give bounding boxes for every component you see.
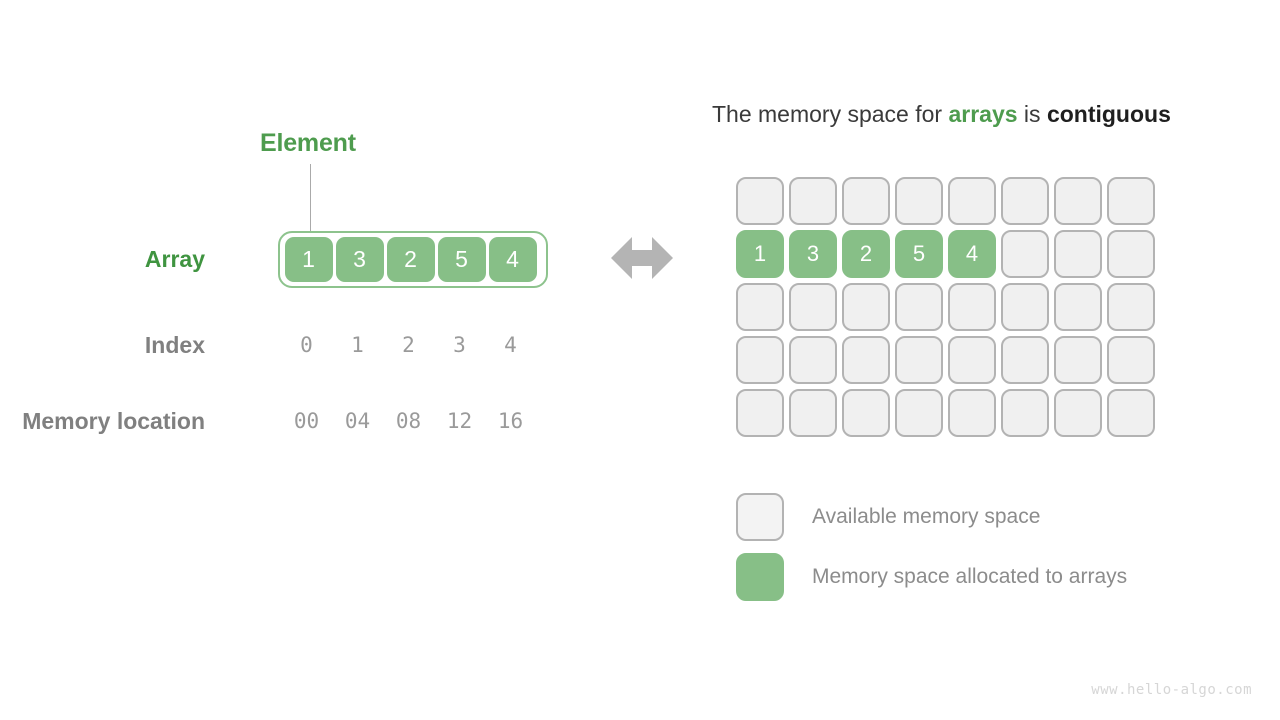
legend-swatch-allocated-icon	[736, 553, 784, 601]
memory-cell-allocated: 1	[736, 230, 784, 278]
array-container: 1 3 2 5 4	[278, 231, 548, 288]
memory-cell-allocated: 2	[842, 230, 890, 278]
memory-cell-empty	[1001, 283, 1049, 331]
row-label-index: Index	[144, 332, 205, 358]
array-cell: 1	[284, 237, 333, 282]
row-label-memory-location: Memory location	[22, 408, 205, 434]
memory-cell-empty	[842, 177, 890, 225]
legend-item-allocated: Memory space allocated to arrays	[736, 553, 1127, 601]
memory-location-value: 04	[344, 409, 371, 433]
memory-cell-empty	[895, 283, 943, 331]
memory-cell-empty	[1001, 389, 1049, 437]
memory-cell-empty	[895, 336, 943, 384]
element-callout-connector-line	[310, 164, 311, 238]
memory-cell-empty	[736, 177, 784, 225]
memory-cell-empty	[789, 336, 837, 384]
memory-cell-empty	[1107, 389, 1155, 437]
legend: Available memory space Memory space allo…	[736, 493, 1127, 613]
title-emphasis-arrays: arrays	[948, 101, 1018, 127]
memory-cell-empty	[1054, 389, 1102, 437]
memory-location-value-row: 00 04 08 12 16	[278, 409, 548, 434]
memory-cell-allocated: 3	[789, 230, 837, 278]
index-value: 3	[453, 333, 466, 357]
memory-cell-empty	[1054, 177, 1102, 225]
memory-cell-empty	[948, 283, 996, 331]
memory-cell-empty	[842, 336, 890, 384]
memory-location-value: 12	[446, 409, 473, 433]
memory-cell-empty	[948, 389, 996, 437]
array-cell: 5	[437, 237, 486, 282]
memory-cell-empty	[736, 283, 784, 331]
watermark: www.hello-algo.com	[1091, 682, 1252, 698]
memory-cell-empty	[1001, 230, 1049, 278]
memory-cell-empty	[1054, 283, 1102, 331]
legend-label-allocated: Memory space allocated to arrays	[812, 565, 1128, 588]
double-arrow-horizontal-icon	[611, 237, 673, 279]
memory-cell-empty	[842, 389, 890, 437]
memory-cell-empty	[948, 336, 996, 384]
index-value-row: 0 1 2 3 4	[278, 333, 548, 358]
memory-cell-empty	[789, 283, 837, 331]
memory-cell-empty	[1054, 230, 1102, 278]
memory-location-value: 08	[395, 409, 422, 433]
title-prefix: The memory space for	[712, 101, 949, 127]
legend-item-available: Available memory space	[736, 493, 1127, 541]
memory-cell-empty	[789, 177, 837, 225]
memory-cell-allocated: 4	[948, 230, 996, 278]
index-value: 2	[402, 333, 415, 357]
legend-label-available: Available memory space	[812, 505, 1041, 528]
array-cell: 2	[386, 237, 435, 282]
memory-cell-empty	[1107, 283, 1155, 331]
index-value: 1	[351, 333, 364, 357]
memory-cell-empty	[1107, 230, 1155, 278]
element-callout-label: Element	[260, 129, 356, 157]
memory-cell-empty	[1001, 336, 1049, 384]
legend-swatch-available-icon	[736, 493, 784, 541]
memory-grid: 1 3 2 5 4	[736, 177, 1155, 437]
memory-cell-empty	[1107, 336, 1155, 384]
memory-location-value: 00	[293, 409, 320, 433]
array-cell: 3	[335, 237, 384, 282]
memory-location-value: 16	[497, 409, 524, 433]
memory-cell-empty	[789, 389, 837, 437]
memory-cell-empty	[1107, 177, 1155, 225]
memory-cell-allocated: 5	[895, 230, 943, 278]
index-value: 4	[504, 333, 517, 357]
memory-cell-empty	[736, 389, 784, 437]
array-cell: 4	[488, 237, 537, 282]
memory-cell-empty	[842, 283, 890, 331]
memory-cell-empty	[895, 389, 943, 437]
memory-cell-empty	[895, 177, 943, 225]
index-value: 0	[300, 333, 313, 357]
memory-cell-empty	[1001, 177, 1049, 225]
memory-cell-empty	[1054, 336, 1102, 384]
title-emphasis-contiguous: contiguous	[1046, 101, 1171, 127]
memory-cell-empty	[736, 336, 784, 384]
memory-cell-empty	[948, 177, 996, 225]
title-middle: is	[1017, 101, 1047, 127]
row-label-array: Array	[144, 246, 205, 272]
right-panel-title: The memory space for arrays is contiguou…	[712, 101, 1171, 128]
